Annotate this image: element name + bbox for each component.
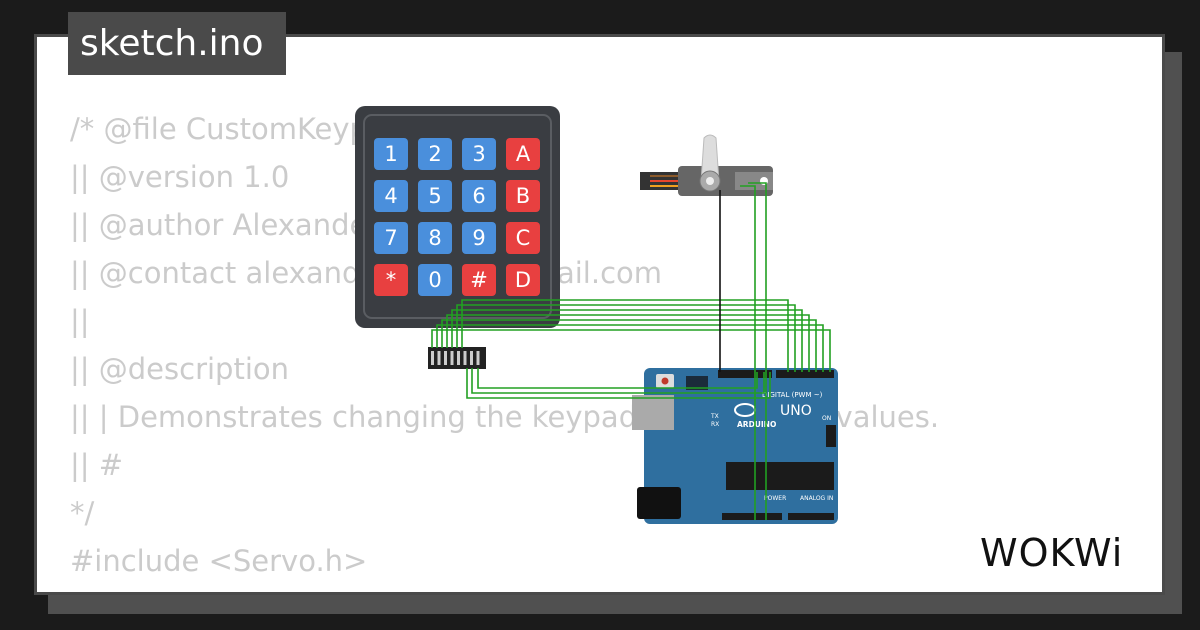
digital-label: DIGITAL (PWM ~) xyxy=(762,391,823,399)
keypad-key-4[interactable]: 4 xyxy=(374,180,408,212)
connector-pin xyxy=(463,351,467,365)
atmega-chip xyxy=(726,462,834,490)
wires xyxy=(431,182,831,520)
connector-pin xyxy=(470,351,473,365)
connector-pin xyxy=(431,351,434,365)
arduino-brand: ARDUINO xyxy=(737,420,776,429)
keypad-key-label: B xyxy=(516,184,530,208)
keypad-key-label: 5 xyxy=(428,184,441,208)
keypad-connector xyxy=(428,347,486,369)
servo-horn xyxy=(700,134,720,183)
on-label: ON xyxy=(822,415,831,422)
keypad-key-label: 9 xyxy=(472,226,485,250)
connector-pin xyxy=(476,351,480,365)
keypad-key-B[interactable]: B xyxy=(506,180,540,212)
keypad-key-label: 8 xyxy=(428,226,441,250)
keypad-key-1[interactable]: 1 xyxy=(374,138,408,170)
keypad-key-#[interactable]: # xyxy=(462,264,496,296)
keypad-key-2[interactable]: 2 xyxy=(418,138,452,170)
keypad-key-*[interactable]: * xyxy=(374,264,408,296)
keypad-4x4[interactable]: 1 2 3 A 4 5 6 B 7 8 9 C * 0 # D xyxy=(355,106,560,328)
keypad-key-D[interactable]: D xyxy=(506,264,540,296)
code-line: || @description xyxy=(70,352,290,386)
keypad-key-label: 6 xyxy=(472,184,485,208)
keypad-key-label: 7 xyxy=(384,226,397,250)
code-line: */ xyxy=(70,496,95,530)
wokwi-logo: WOKWi xyxy=(980,531,1123,575)
keypad-key-label: 4 xyxy=(384,184,397,208)
header-left xyxy=(718,370,772,378)
keypad-key-label: * xyxy=(386,268,397,292)
file-tab[interactable]: sketch.ino xyxy=(68,12,286,75)
connector-pin xyxy=(444,351,447,365)
power-jack xyxy=(637,487,681,519)
code-line: || xyxy=(70,304,90,338)
keypad-key-label: 2 xyxy=(428,142,441,166)
keypad-key-7[interactable]: 7 xyxy=(374,222,408,254)
code-line: || @version 1.0 xyxy=(70,160,290,194)
file-tab-label: sketch.ino xyxy=(80,23,264,64)
keypad-key-0[interactable]: 0 xyxy=(418,264,452,296)
keypad-key-label: 0 xyxy=(428,268,441,292)
header-right xyxy=(776,370,834,378)
keypad-key-label: 3 xyxy=(472,142,485,166)
arduino-uno-board[interactable]: DIGITAL (PWM ~) ARDUINO UNO TX RX ON POW… xyxy=(632,368,838,524)
rx-label: RX xyxy=(711,421,719,428)
keypad-key-8[interactable]: 8 xyxy=(418,222,452,254)
code-line: #include <Servo.h> xyxy=(70,544,368,578)
keypad-key-label: A xyxy=(516,142,531,166)
keypad-key-label: D xyxy=(515,268,531,292)
keypad-key-label: # xyxy=(470,268,488,292)
keypad-key-6[interactable]: 6 xyxy=(462,180,496,212)
keypad-key-label: C xyxy=(516,226,531,250)
keypad-key-5[interactable]: 5 xyxy=(418,180,452,212)
power-label: POWER xyxy=(764,495,786,502)
tx-label: TX xyxy=(710,413,719,420)
keypad-key-9[interactable]: 9 xyxy=(462,222,496,254)
usb-port xyxy=(632,395,674,430)
code-line: || # xyxy=(70,448,124,482)
connector-pin xyxy=(450,351,454,365)
analog-label: ANALOG IN xyxy=(800,495,833,502)
connector-pin xyxy=(457,351,460,365)
keypad-key-3[interactable]: 3 xyxy=(462,138,496,170)
keypad-key-A[interactable]: A xyxy=(506,138,540,170)
connector-pin xyxy=(437,351,441,365)
logo-text: WOKWi xyxy=(980,531,1123,575)
keypad-key-C[interactable]: C xyxy=(506,222,540,254)
servo-motor[interactable] xyxy=(640,134,773,196)
keypad-key-label: 1 xyxy=(384,142,397,166)
arduino-model: UNO xyxy=(780,403,812,419)
